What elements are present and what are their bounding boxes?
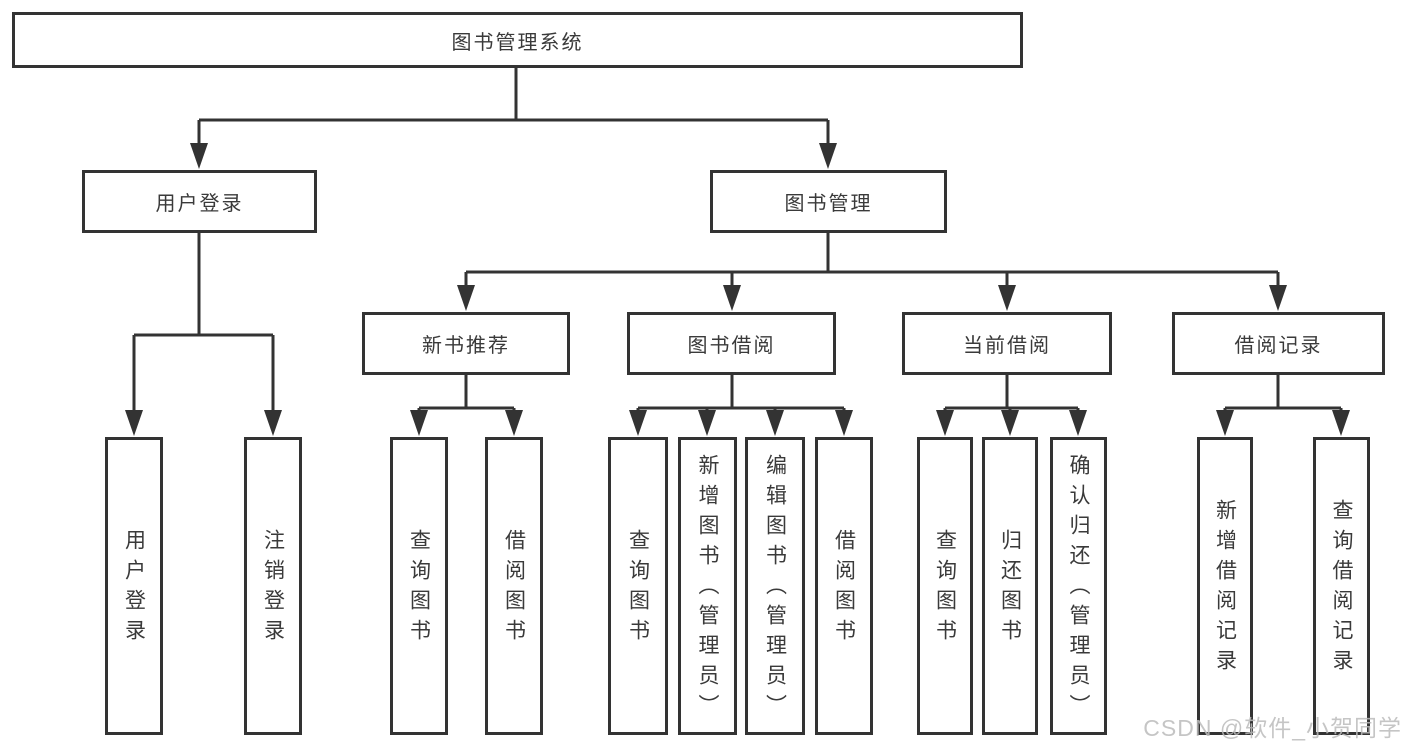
leaf-query-books-current: 查询图书 (917, 437, 973, 735)
leaf-add-book-admin: 新增图书（管理员） (678, 437, 737, 735)
leaf-add-borrow-record: 新增借阅记录 (1197, 437, 1253, 735)
node-user-login: 用户登录 (82, 170, 317, 233)
connector-new-book-to-leaves (410, 375, 523, 436)
leaf-query-books-borrow: 查询图书 (608, 437, 668, 735)
leaf-confirm-return-admin: 确认归还（管理员） (1050, 437, 1107, 735)
leaf-borrow-books-recommend: 借阅图书 (485, 437, 543, 735)
connector-current-borrow-to-leaves (936, 375, 1087, 436)
connector-root-to-level2 (190, 68, 837, 169)
leaf-edit-book-admin: 编辑图书（管理员） (745, 437, 805, 735)
connector-book-borrow-to-leaves (629, 375, 853, 436)
leaf-borrow-books: 借阅图书 (815, 437, 873, 735)
node-book-borrowing: 图书借阅 (627, 312, 836, 375)
node-root: 图书管理系统 (12, 12, 1023, 68)
leaf-query-books-recommend: 查询图书 (390, 437, 448, 735)
watermark: CSDN @软件_小贺同学 (1143, 715, 1402, 741)
connector-book-management-to-level3 (457, 233, 1287, 311)
node-current-borrowing: 当前借阅 (902, 312, 1112, 375)
node-new-book-recommend: 新书推荐 (362, 312, 570, 375)
connector-user-login-to-leaves (125, 233, 282, 436)
leaf-logout: 注销登录 (244, 437, 302, 735)
connector-borrow-records-to-leaves (1216, 375, 1350, 436)
node-borrow-records: 借阅记录 (1172, 312, 1385, 375)
leaf-return-books: 归还图书 (982, 437, 1038, 735)
leaf-user-login: 用户登录 (105, 437, 163, 735)
node-book-management: 图书管理 (710, 170, 947, 233)
leaf-query-borrow-record: 查询借阅记录 (1313, 437, 1370, 735)
